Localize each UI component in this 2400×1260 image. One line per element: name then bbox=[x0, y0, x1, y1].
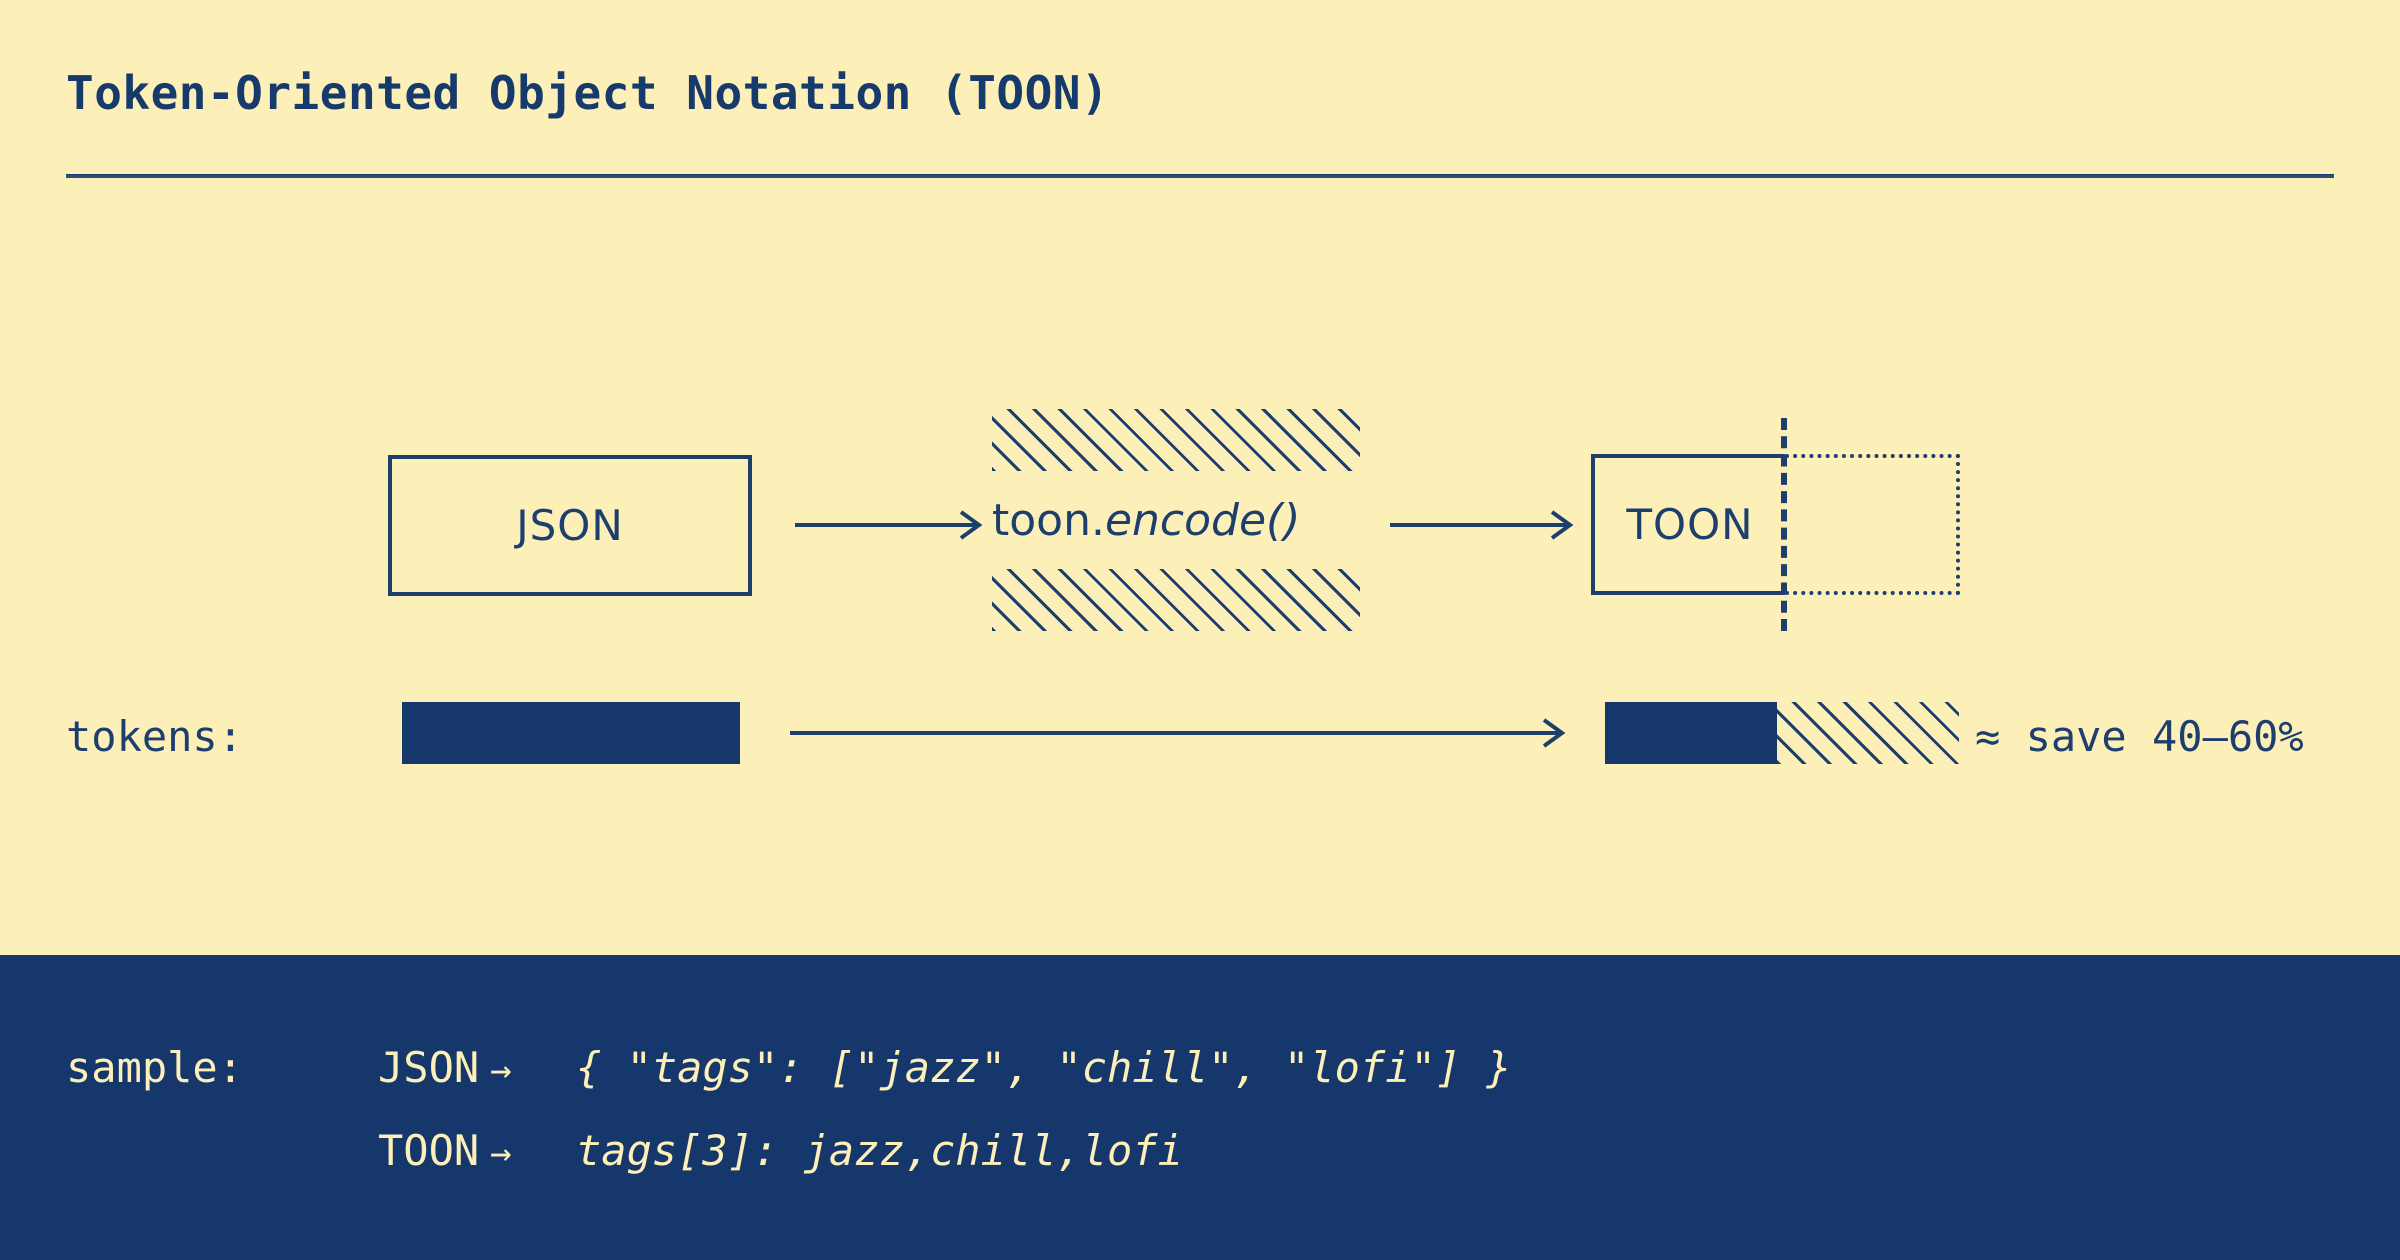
tokens-bar-toon-used bbox=[1605, 702, 1777, 764]
sample-panel bbox=[0, 955, 2400, 1260]
encode-transform-group: toon.encode() bbox=[992, 409, 1360, 631]
encode-label-plain: toon. bbox=[992, 494, 1105, 546]
arrow-json-to-encode bbox=[795, 510, 983, 540]
sample-panel-label: sample: bbox=[66, 1043, 244, 1092]
toon-box-dotted-part bbox=[1785, 454, 1960, 595]
json-box-label: JSON bbox=[516, 501, 624, 550]
encode-label: toon.encode() bbox=[992, 471, 1360, 569]
arrow-tokens-comparison bbox=[790, 718, 1566, 748]
sample-format-label: JSON bbox=[378, 1043, 480, 1092]
toon-box-label: TOON bbox=[1626, 500, 1754, 549]
sample-format-label: TOON bbox=[378, 1126, 480, 1175]
sample-row: JSON → { "tags": ["jazz", "chill", "lofi… bbox=[378, 1043, 1512, 1092]
tokens-row-label: tokens: bbox=[66, 712, 244, 761]
toon-target-box: TOON bbox=[1591, 418, 1960, 631]
toon-box-solid-part: TOON bbox=[1591, 454, 1785, 595]
sample-arrow-icon: → bbox=[490, 1133, 512, 1174]
sample-row: TOON → tags[3]: jazz,chill,lofi bbox=[378, 1126, 1183, 1175]
page-title: Token-Oriented Object Notation (TOON) bbox=[66, 66, 1110, 120]
hatch-band-top-icon bbox=[992, 409, 1360, 471]
toon-box-dashed-divider bbox=[1781, 418, 1787, 631]
tokens-bar-toon-saved bbox=[1777, 702, 1959, 764]
title-divider-rule bbox=[66, 174, 2334, 178]
encode-label-italic: encode() bbox=[1104, 494, 1301, 546]
arrow-encode-to-toon bbox=[1390, 510, 1574, 540]
sample-code: { "tags": ["jazz", "chill", "lofi"] } bbox=[576, 1043, 1512, 1092]
tokens-bar-json bbox=[402, 702, 740, 764]
hatch-band-bottom-icon bbox=[992, 569, 1360, 631]
sample-code: tags[3]: jazz,chill,lofi bbox=[576, 1126, 1183, 1175]
sample-arrow-icon: → bbox=[490, 1050, 512, 1091]
json-source-box: JSON bbox=[388, 455, 752, 596]
savings-annotation: ≈ save 40–60% bbox=[1975, 712, 2304, 761]
